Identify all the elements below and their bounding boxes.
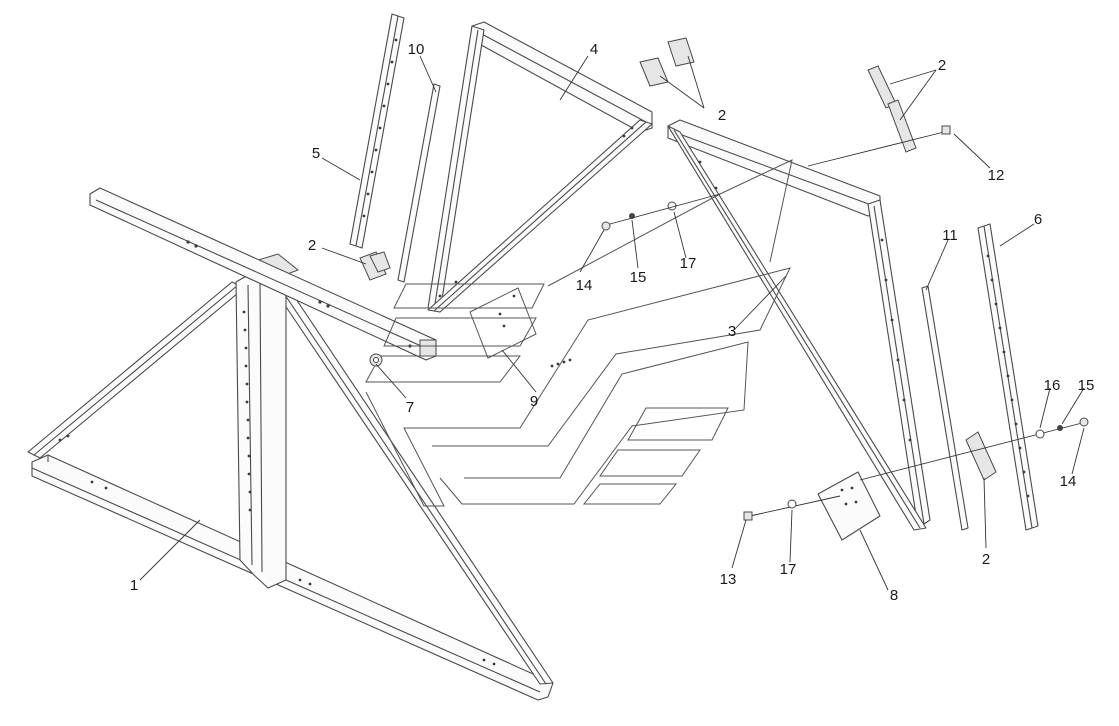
leader-lines [139,55,1085,591]
part-8-plate [817,471,881,541]
callout-17: 17 [680,255,697,272]
hinge-top-pair [639,37,695,87]
callout-16: 16 [1044,377,1061,394]
hinge-parts [359,37,997,481]
callout-4: 4 [590,41,598,58]
part-11-thin-strip [921,285,969,531]
part-1-base-frame [27,187,554,701]
washer-16 [1035,429,1045,439]
callout-10: 10 [408,41,425,58]
callout-12: 12 [988,167,1005,184]
callout-13: 13 [720,571,737,588]
hinge-lower-right [965,431,997,481]
washer-15-lower [1057,425,1063,431]
callout-14: 14 [1060,473,1077,490]
callout-17: 17 [780,561,797,578]
callout-14: 14 [576,277,593,294]
washer-17-lower [787,499,797,509]
callout-2: 2 [308,237,316,254]
callout-15: 15 [1078,377,1095,394]
hinge-upper-left [359,251,391,281]
part-5-hinge-strip [349,13,405,249]
part-4-door-frame [427,21,653,313]
callout-15: 15 [630,269,647,286]
part-6-hinge-strip [977,223,1039,531]
callout-1: 1 [130,577,138,594]
fasteners [369,125,1089,521]
callout-5: 5 [312,145,320,162]
bolt-12 [941,125,951,135]
part-3-door-frame [667,119,931,531]
callout-2: 2 [718,107,726,124]
callout-2: 2 [982,551,990,568]
callout-6: 6 [1034,211,1042,228]
hinge-upper-right [867,65,917,153]
callout-2: 2 [938,57,946,74]
callout-7: 7 [406,399,414,416]
chevron-panel-set [365,159,793,507]
callout-3: 3 [728,323,736,340]
nut-14-lower [1079,417,1089,427]
nut-14-upper [601,221,611,231]
callout-8: 8 [890,587,898,604]
callout-11: 11 [942,227,958,244]
callout-9: 9 [530,393,538,410]
callout-labels: 1 2 2 2 2 2 3 4 5 6 7 8 9 10 11 12 13 14… [130,41,1095,604]
part-10-thin-strip [397,83,441,283]
bolt-13 [743,511,753,521]
